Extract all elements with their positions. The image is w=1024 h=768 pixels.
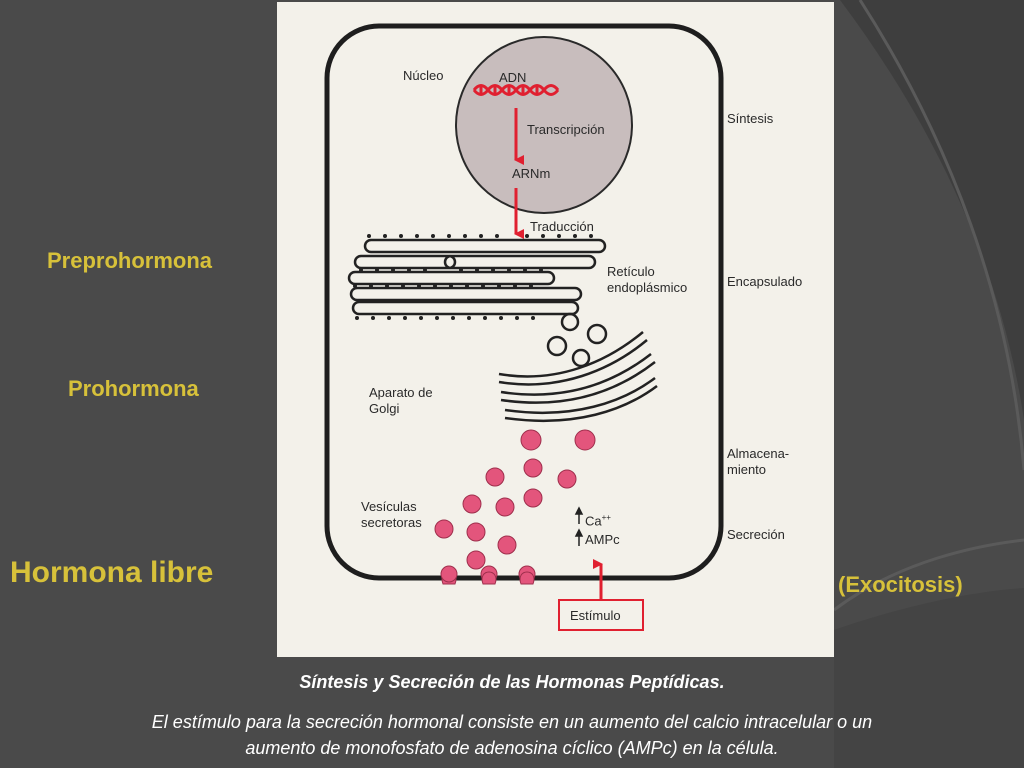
secrecion-label: Secreción xyxy=(727,527,785,542)
golgi-apparatus xyxy=(498,331,658,422)
estimulo-label: Estímulo xyxy=(570,608,621,623)
cell-diagram: Núcleo ADN Transcripción ARNm Traducción… xyxy=(277,2,834,657)
cell-diagram-drawing xyxy=(324,23,724,631)
adn-label: ADN xyxy=(499,70,527,85)
prohormona-label: Prohormona xyxy=(68,376,199,401)
exocitosis-label: (Exocitosis) xyxy=(838,572,963,597)
increase-arrows-icon xyxy=(574,506,584,546)
arnm-label: ARNm xyxy=(512,166,551,181)
ribosomes xyxy=(353,234,593,320)
hormona-libre-label: Hormona libre xyxy=(10,556,214,589)
golgi-label-line1: Aparato de xyxy=(369,385,433,400)
almacenamiento-label-line1: Almacena- xyxy=(727,446,790,461)
reticulo-label-line2: endoplásmico xyxy=(607,280,688,295)
golgi-label-line2: Golgi xyxy=(369,401,400,416)
ampc-label: AMPc xyxy=(585,532,620,547)
caption-text-line1: El estímulo para la secreción hormonal c… xyxy=(151,712,873,732)
ca-label: Ca++ xyxy=(585,510,611,528)
exocytosis-vesicles xyxy=(440,565,536,585)
ca-superscript: ++ xyxy=(601,513,611,522)
traduccion-label: Traducción xyxy=(530,219,594,234)
transport-vesicle xyxy=(586,323,608,345)
ca-text: Ca xyxy=(585,513,602,529)
nucleo-label: Núcleo xyxy=(403,68,444,83)
stimulus-box xyxy=(558,599,644,631)
secretory-vesicles xyxy=(434,458,577,570)
budding-vesicle xyxy=(520,429,542,451)
preprohormona-label: Preprohormona xyxy=(47,248,213,273)
almacenamiento-label-line2: miento xyxy=(727,462,767,477)
encapsulado-label: Encapsulado xyxy=(727,274,803,289)
budding-vesicle xyxy=(574,429,596,451)
transport-vesicle xyxy=(546,335,568,357)
sintesis-label: Síntesis xyxy=(727,111,774,126)
endoplasmic-reticulum xyxy=(347,238,607,332)
caption-title: Síntesis y Secreción de las Hormonas Pep… xyxy=(299,672,725,692)
vesiculas-label-line2: secretoras xyxy=(361,515,422,530)
reticulo-label-line1: Retículo xyxy=(607,264,655,279)
nucleus xyxy=(455,36,633,214)
transport-vesicle xyxy=(571,348,591,368)
caption-text-line2: aumento de monofosfato de adenosina cícl… xyxy=(245,738,779,758)
vesiculas-label-line1: Vesículas xyxy=(361,499,417,514)
transcripcion-label: Transcripción xyxy=(527,122,605,137)
dna-helix-icon xyxy=(472,84,560,96)
